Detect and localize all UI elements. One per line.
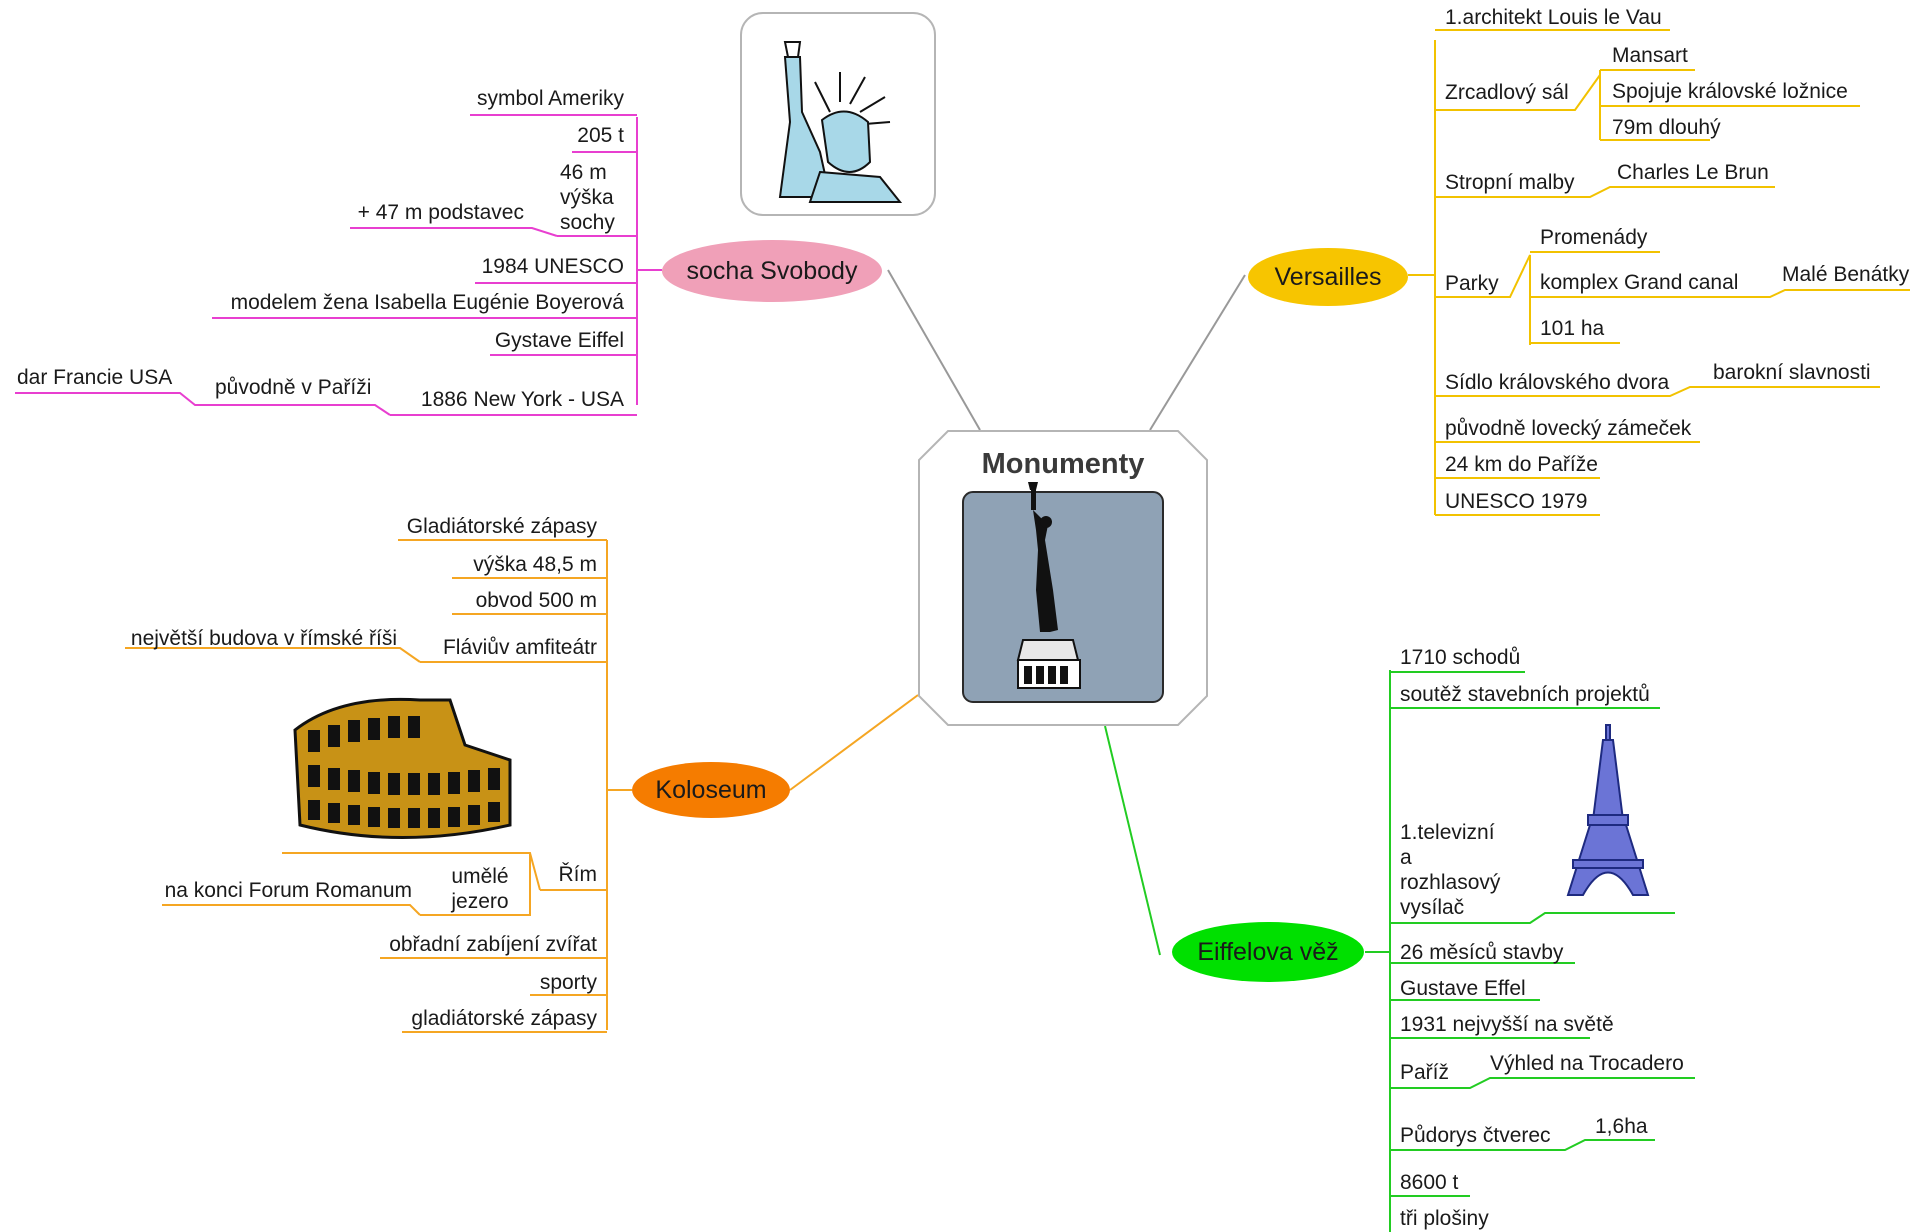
versailles-item-14: barokní slavnosti xyxy=(1713,361,1871,384)
koloseum-item-2: výška 48,5 m xyxy=(473,553,597,576)
eiffel-item-9: Půdorys čtverec xyxy=(1400,1124,1551,1147)
connector-koloseum xyxy=(789,694,919,791)
connector-versailles xyxy=(1149,274,1246,431)
node-socha-svobody[interactable]: socha Svobody xyxy=(662,240,882,302)
koloseum-item-1: Gladiátorské zápasy xyxy=(406,515,597,538)
eiffel-tower-icon xyxy=(1566,724,1650,896)
svoboda-item-1: symbol Ameriky xyxy=(476,87,624,110)
eiffel-item-12: tři plošiny xyxy=(1400,1207,1489,1230)
eiffel-branch-lines xyxy=(1365,670,1695,1232)
versailles-item-3: Mansart xyxy=(1612,44,1688,67)
koloseum-item-10: sporty xyxy=(539,971,597,994)
eiffel-item-5: Gustave Effel xyxy=(1400,977,1526,1000)
koloseum-item-8: na konci Forum Romanum xyxy=(164,879,412,902)
koloseum-item-5: největší budova v římské říši xyxy=(130,627,397,650)
connector-eiffel xyxy=(1104,725,1161,956)
svoboda-item-8: 1886 New York - USA xyxy=(420,388,624,411)
versailles-branch-lines xyxy=(1408,29,1910,516)
versailles-item-16: 24 km do Paříže xyxy=(1445,453,1598,476)
svoboda-item-4: + 47 m podstavec xyxy=(357,201,524,224)
eiffel-item-7: Paříž xyxy=(1400,1061,1450,1084)
versailles-item-1: 1.architekt Louis le Vau xyxy=(1445,6,1662,29)
koloseum-item-4: Fláviův amfiteátr xyxy=(442,636,597,659)
node-koloseum[interactable]: Koloseum xyxy=(632,762,790,818)
versailles-item-7: Charles Le Brun xyxy=(1617,161,1769,184)
versailles-item-4: Spojuje královské ložnice xyxy=(1612,80,1848,103)
eiffel-item-2: soutěž stavebních projektů xyxy=(1400,683,1650,706)
versailles-item-11: Malé Benátky xyxy=(1782,263,1910,286)
svoboda-item-10: dar Francie USA xyxy=(17,366,173,389)
svoboda-branch-lines xyxy=(15,114,662,416)
eiffel-item-11: 8600 t xyxy=(1400,1171,1459,1194)
koloseum-item-6: Řím xyxy=(558,863,598,886)
connector-svoboda xyxy=(887,269,981,431)
versailles-item-13: Sídlo královského dvora xyxy=(1445,371,1670,394)
svoboda-item-3: 46 m výška sochy xyxy=(560,161,615,234)
eiffel-item-4: 26 měsíců stavby xyxy=(1400,941,1564,964)
versailles-item-17: UNESCO 1979 xyxy=(1445,490,1588,513)
eiffel-item-1: 1710 schodů xyxy=(1400,646,1521,669)
colosseum-icon xyxy=(293,697,512,839)
center-title: Monumenty xyxy=(981,448,1145,480)
svoboda-item-6: modelem žena Isabella Eugénie Boyerová xyxy=(230,291,624,314)
koloseum-item-7: umělé jezero xyxy=(451,865,509,913)
versailles-item-9: Promenády xyxy=(1540,226,1648,249)
node-versailles[interactable]: Versailles xyxy=(1248,248,1408,306)
statue-of-liberty-head-icon xyxy=(778,41,903,203)
versailles-item-6: Stropní malby xyxy=(1445,171,1575,194)
koloseum-item-3: obvod 500 m xyxy=(475,589,597,612)
eiffel-item-8: Výhled na Trocadero xyxy=(1490,1052,1684,1075)
versailles-item-10: komplex Grand canal xyxy=(1540,271,1739,294)
central-node[interactable] xyxy=(918,430,1208,726)
svoboda-item-5: 1984 UNESCO xyxy=(481,255,624,278)
versailles-item-8: Parky xyxy=(1445,272,1499,295)
koloseum-item-9: obřadní zabíjení zvířat xyxy=(389,933,597,956)
versailles-item-12: 101 ha xyxy=(1540,317,1605,340)
liberty-image-frame xyxy=(740,12,936,216)
center-image-frame xyxy=(962,491,1164,703)
versailles-item-5: 79m dlouhý xyxy=(1612,116,1721,139)
node-eiffelova-vez[interactable]: Eiffelova věž xyxy=(1172,922,1364,982)
statue-pedestal-icon xyxy=(1016,639,1081,689)
koloseum-item-11: gladiátorské zápasy xyxy=(411,1007,597,1030)
svoboda-item-9: původně v Paříži xyxy=(215,376,372,399)
eiffel-item-10: 1,6ha xyxy=(1595,1115,1648,1138)
svoboda-item-2: 205 t xyxy=(577,124,624,147)
eiffel-item-3: 1.televizní a rozhlasový vysílač xyxy=(1400,821,1501,919)
svoboda-item-7: Gystave Eiffel xyxy=(494,329,624,352)
eiffel-item-6: 1931 nejvyšší na světě xyxy=(1400,1013,1614,1036)
versailles-item-2: Zrcadlový sál xyxy=(1445,81,1569,104)
versailles-item-15: původně lovecký zámeček xyxy=(1445,417,1692,440)
koloseum-branch-lines xyxy=(125,539,632,1033)
statue-of-liberty-icon xyxy=(1028,482,1058,632)
